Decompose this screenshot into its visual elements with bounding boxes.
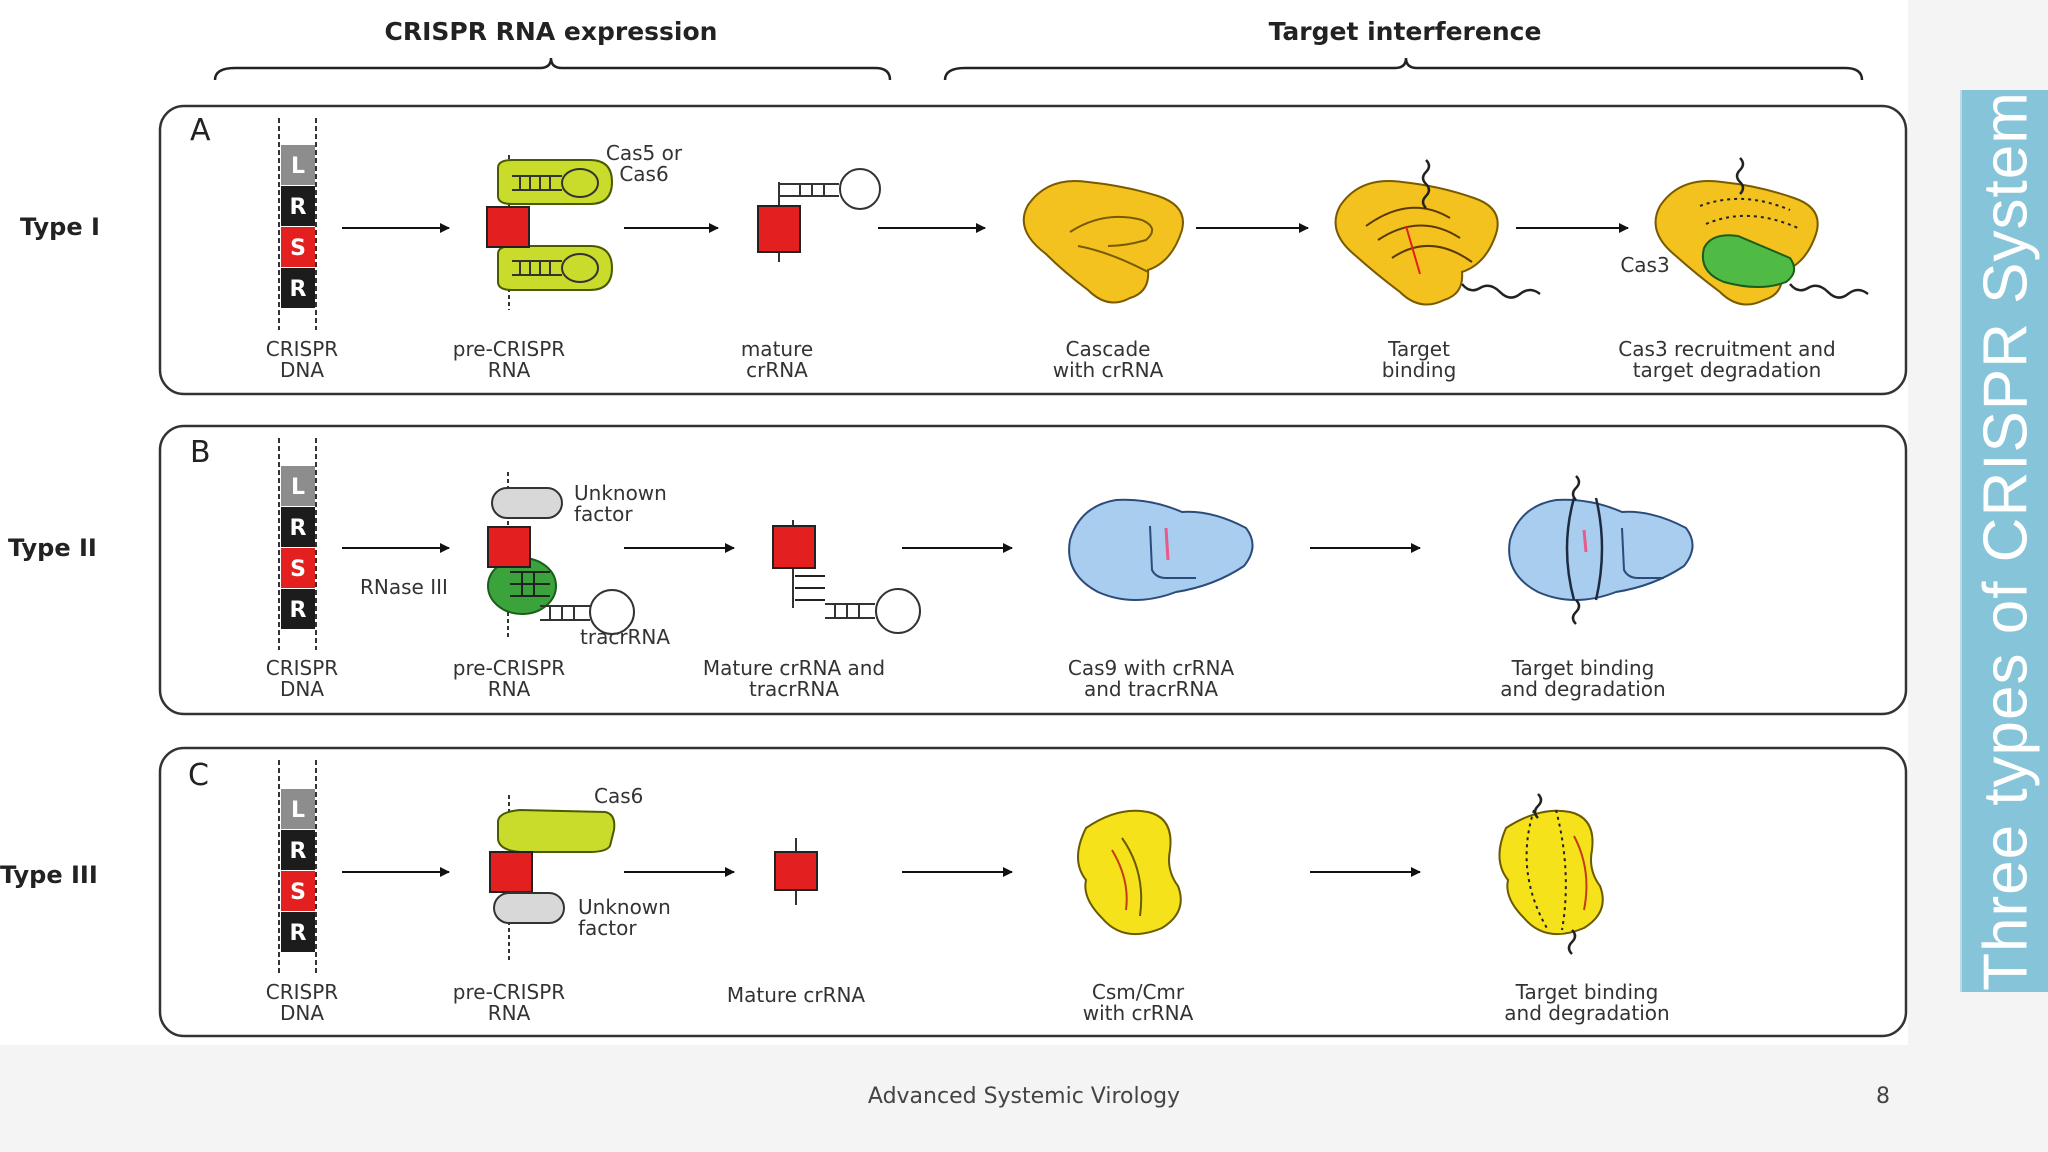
cas3-label: Cas3 <box>1620 253 1669 277</box>
repeat-box <box>281 589 315 629</box>
repeat-letter: R <box>290 277 307 302</box>
tracrrna-label: tracrRNA <box>580 625 670 649</box>
footer-text: Advanced Systemic Virology <box>867 1084 1181 1109</box>
target-dna <box>1421 159 1431 209</box>
repeat-box <box>281 186 315 226</box>
panel-a: A L R S R <box>158 104 1908 396</box>
crispr-array-a: L R S R <box>278 118 317 330</box>
spacer-box <box>772 525 816 569</box>
crispr-array-b: L R S R <box>278 438 317 650</box>
panel-c-letter: C <box>188 758 209 793</box>
mature-crrna-c <box>774 838 818 905</box>
cas3-protein <box>1702 234 1796 288</box>
repeat-letter: R <box>290 921 307 946</box>
cas9-complex <box>1068 498 1254 601</box>
type-iii-label: Type III <box>0 861 98 889</box>
spacer-box <box>486 206 530 248</box>
repeat-letter: R <box>290 839 307 864</box>
spacer-box <box>487 526 531 568</box>
leader-letter: L <box>291 154 305 179</box>
repeat-letter: R <box>290 195 307 220</box>
panel-b-frame <box>158 424 1908 716</box>
unknown-factor <box>491 487 563 519</box>
figure-canvas: CRISPR RNA expression Target interferenc… <box>0 17 1908 1038</box>
target-binding-b <box>1508 475 1694 625</box>
repeat-box <box>281 507 315 547</box>
spacer-letter: S <box>290 557 306 582</box>
spacer-box <box>774 851 818 891</box>
header-crispr-rna-expression: CRISPR RNA expression <box>385 17 718 46</box>
cas5-cas6-protein <box>497 245 614 291</box>
panel-a-letter: A <box>190 113 211 148</box>
crispr-array-c: L R S R <box>278 760 317 975</box>
header-target-interference: Target interference <box>1269 17 1542 46</box>
spacer-box <box>281 871 315 911</box>
cascade-complex <box>1022 180 1184 304</box>
repeat-box <box>281 830 315 870</box>
panel-b: B L R S R <box>158 424 1908 716</box>
sidebar-title-bar: Three types of CRISPR System <box>1960 90 2048 992</box>
spacer-box <box>281 227 315 267</box>
crispr-figure: CRISPR RNA expression Target interferenc… <box>0 0 1908 1045</box>
spacer-letter: S <box>290 236 306 261</box>
brace-right <box>943 57 1864 81</box>
repeat-box <box>281 268 315 308</box>
spacer-box <box>489 851 533 893</box>
spacer-box <box>757 205 801 253</box>
cas3-recruitment-a: Cas3 <box>1620 157 1869 306</box>
spacer-letter: S <box>290 880 306 905</box>
rnase-iii-label: RNase III <box>360 575 448 599</box>
repeat-box <box>281 912 315 952</box>
caption: Mature crRNA <box>727 983 866 1007</box>
leader-letter: L <box>291 475 305 500</box>
target-dna <box>1461 283 1541 299</box>
mature-crrna-tracrrna-b <box>772 520 921 634</box>
leader-box <box>281 466 315 506</box>
csm-cmr-complex <box>1077 809 1182 935</box>
target-binding-a <box>1334 159 1541 306</box>
cas6-protein <box>497 808 616 853</box>
spacer-box <box>281 548 315 588</box>
cas6-label: Cas6 <box>594 784 643 808</box>
repeat-letter: R <box>290 516 307 541</box>
repeat-letter: R <box>290 598 307 623</box>
type-ii-label: Type II <box>8 534 97 562</box>
target-binding-c <box>1498 793 1604 955</box>
unknown-factor <box>493 892 565 924</box>
leader-box <box>281 789 315 829</box>
leader-box <box>281 145 315 185</box>
cas5-cas6-protein <box>497 159 614 205</box>
mature-crrna-a <box>757 168 881 262</box>
brace-left <box>213 57 892 81</box>
slide-title: Three types of CRISPR System <box>1971 91 2041 991</box>
leader-letter: L <box>291 798 305 823</box>
panel-c: C L R S R C <box>158 746 1908 1038</box>
page-number: 8 <box>1876 1084 1890 1109</box>
type-i-label: Type I <box>20 213 100 241</box>
panel-b-letter: B <box>190 435 211 470</box>
